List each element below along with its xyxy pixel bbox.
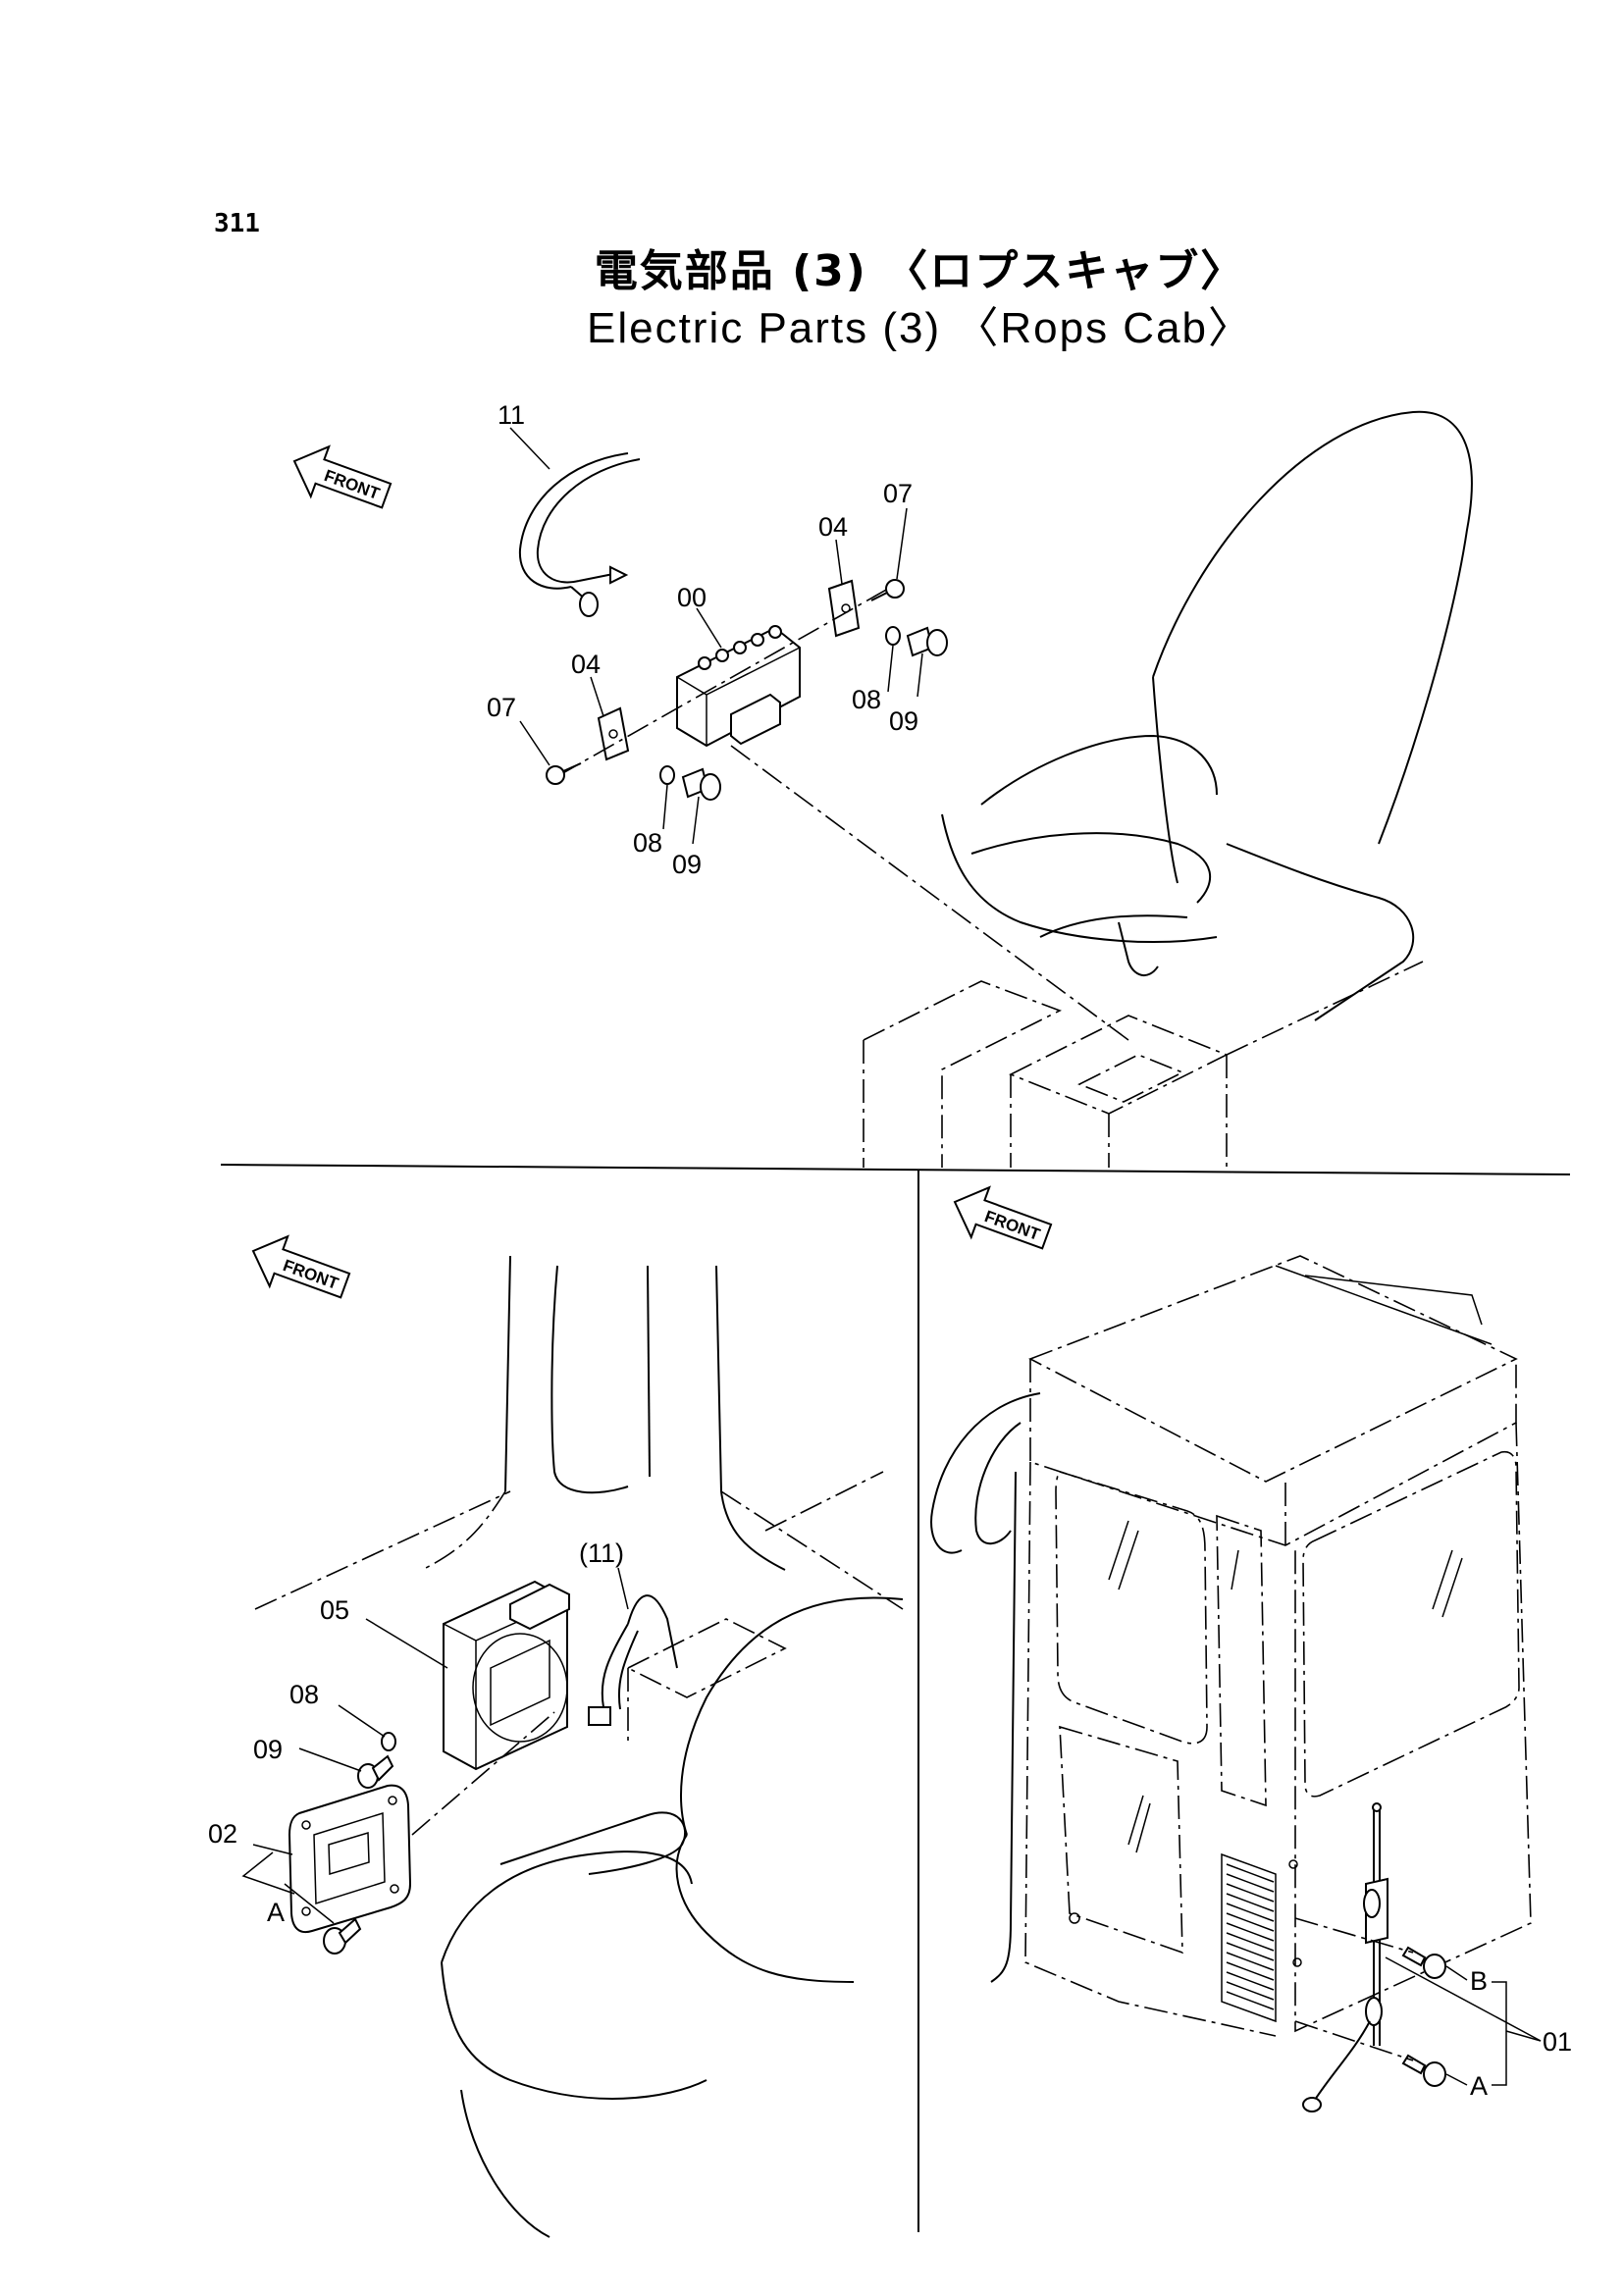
leader-00 bbox=[696, 607, 722, 649]
leader-08-left bbox=[662, 784, 668, 830]
leader-11 bbox=[509, 427, 550, 470]
callout-11-interior: (11) bbox=[579, 1538, 624, 1568]
page-number: 311 bbox=[214, 209, 260, 238]
harness-11-interior bbox=[588, 1594, 678, 1726]
leader-01-bracket bbox=[1492, 1981, 1542, 2086]
callout-07-right: 07 bbox=[883, 479, 913, 508]
console-interior bbox=[626, 1618, 787, 1747]
leader-09-left bbox=[692, 796, 700, 845]
center-line-A bbox=[1294, 2020, 1414, 2061]
screw-A-speaker bbox=[323, 1917, 362, 1955]
leader-A-bracket bbox=[241, 1851, 335, 1924]
wire-harness-11 bbox=[518, 452, 641, 617]
callout-11: 11 bbox=[498, 400, 525, 430]
callout-02: 02 bbox=[208, 1819, 237, 1849]
leader-05 bbox=[365, 1618, 448, 1669]
screw-07-right bbox=[870, 579, 905, 601]
bracket-04-left bbox=[597, 706, 630, 761]
front-arrow-icon: FRONT bbox=[953, 1185, 1053, 1250]
leader-04-right bbox=[835, 539, 843, 585]
callout-A-antenna: A bbox=[1470, 2071, 1488, 2101]
callout-09-speaker: 09 bbox=[253, 1735, 283, 1764]
controller-00 bbox=[676, 625, 801, 748]
callout-04-right: 04 bbox=[818, 512, 848, 542]
callout-A-speaker: A bbox=[267, 1898, 285, 1927]
leader-11-interior bbox=[617, 1567, 629, 1610]
console-box bbox=[863, 961, 1424, 1168]
leader-08-speaker bbox=[338, 1704, 386, 1738]
screw-A-antenna bbox=[1401, 2054, 1446, 2087]
leader-07-right bbox=[896, 507, 908, 580]
leader-07-left bbox=[519, 720, 550, 766]
lead-to-console bbox=[730, 745, 1129, 1041]
center-line-top bbox=[558, 588, 889, 776]
washer-08-right bbox=[885, 626, 901, 646]
operator-seat bbox=[941, 410, 1473, 1021]
cab-exterior bbox=[930, 1255, 1532, 2037]
callout-01: 01 bbox=[1543, 2027, 1572, 2057]
leader-09-right bbox=[917, 652, 923, 698]
bolt-09-left bbox=[681, 767, 721, 801]
divider-horizontal bbox=[220, 1164, 1571, 1175]
leader-B bbox=[1445, 1965, 1468, 1981]
speaker-cover-02 bbox=[288, 1784, 412, 1933]
callout-07-left: 07 bbox=[487, 693, 516, 722]
center-line-B bbox=[1294, 1917, 1414, 1954]
callout-08-left: 08 bbox=[633, 828, 662, 858]
callout-04-left: 04 bbox=[571, 650, 601, 679]
center-line-speaker bbox=[411, 1711, 555, 1836]
washer-08-left bbox=[659, 765, 675, 785]
speaker-box-05 bbox=[443, 1580, 570, 1771]
washer-08-speaker bbox=[381, 1732, 396, 1751]
front-arrow-icon: FRONT bbox=[292, 444, 393, 509]
callout-00: 00 bbox=[677, 583, 707, 612]
title-english: Electric Parts (3) 〈Rops Cab〉 bbox=[586, 304, 1254, 352]
leader-02 bbox=[252, 1844, 293, 1855]
leader-01-antenna bbox=[1385, 1956, 1542, 2042]
leader-09-speaker bbox=[298, 1747, 362, 1772]
leader-A-antenna bbox=[1445, 2073, 1468, 2086]
leader-08-right bbox=[887, 645, 894, 693]
title-japanese: 電気部品 (3) 〈ロプスキャブ〉 bbox=[594, 246, 1246, 296]
bolt-09-right bbox=[906, 626, 948, 657]
callout-09-right: 09 bbox=[889, 706, 918, 736]
bracket-04-right bbox=[827, 579, 861, 638]
bolt-09-speaker bbox=[357, 1754, 394, 1789]
front-arrow-icon: FRONT bbox=[251, 1234, 351, 1299]
leader-04-left bbox=[590, 676, 604, 717]
callout-08-speaker: 08 bbox=[289, 1680, 319, 1709]
callout-09-left: 09 bbox=[672, 850, 702, 879]
antenna-01 bbox=[1302, 1802, 1388, 2112]
cab-interior-pillar bbox=[254, 1255, 904, 1610]
operator-seat-interior bbox=[441, 1596, 904, 2238]
callout-08-right: 08 bbox=[852, 685, 881, 714]
screw-07-left bbox=[546, 762, 582, 785]
callout-B: B bbox=[1470, 1966, 1488, 1996]
callout-05: 05 bbox=[320, 1595, 349, 1625]
